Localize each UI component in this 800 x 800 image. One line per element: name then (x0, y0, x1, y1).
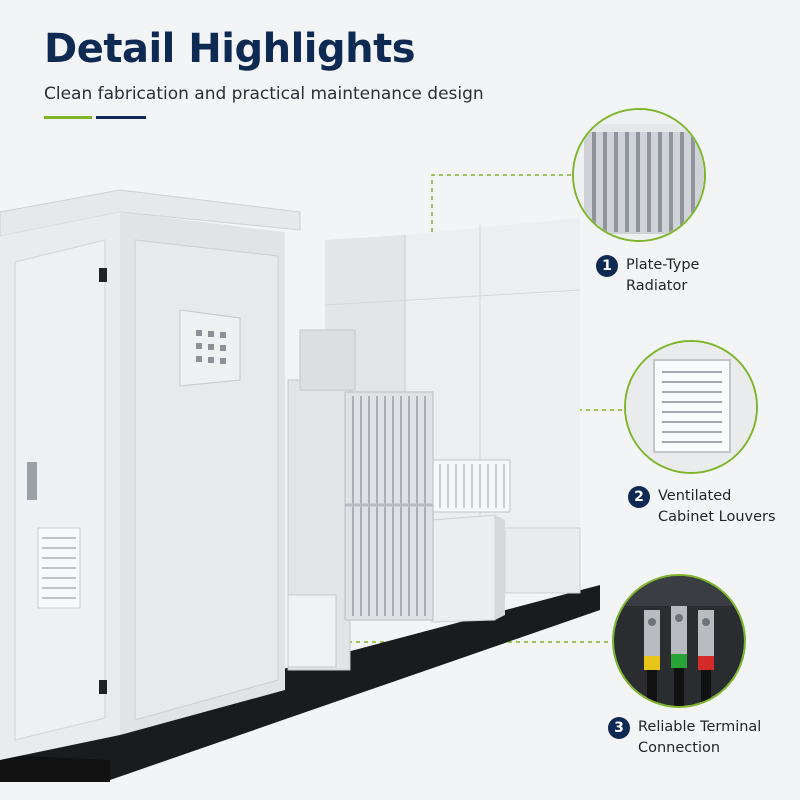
louver-detail-callout (624, 340, 758, 474)
terminal-bars-icon (614, 576, 744, 706)
callout-1-line-2: Radiator (626, 278, 688, 294)
callout-number-1: 1 (596, 255, 618, 277)
callout-3-line-1: Reliable Terminal (638, 719, 762, 735)
skid-base (0, 585, 600, 780)
terminal-detail-callout (612, 574, 746, 708)
radiator-detail-callout (572, 108, 706, 242)
callout-number-3: 3 (608, 717, 630, 739)
transformer (287, 329, 434, 671)
callout-1-line-1: Plate-Type (626, 257, 700, 273)
callout-number-2: 2 (628, 486, 650, 508)
page-title: Detail Highlights (44, 26, 416, 72)
louver-vent-icon (626, 342, 756, 472)
radiator-fins-icon (574, 110, 704, 240)
accent-bar-blue (96, 116, 146, 119)
front-cabinet (0, 189, 301, 760)
callout-2-line-1: Ventilated (658, 488, 732, 504)
callout-3-line-2: Connection (638, 740, 721, 756)
page-subtitle: Clean fabrication and practical maintena… (44, 84, 484, 104)
small-box-unit (431, 514, 505, 623)
callout-label-3: 3 Reliable Terminal Connection (608, 717, 761, 759)
callout-2-line-2: Cabinet Louvers (658, 509, 776, 525)
accent-bar-green (44, 116, 92, 119)
callout-label-1: 1 Plate-Type Radiator (596, 255, 699, 297)
callout-label-2: 2 Ventilated Cabinet Louvers (628, 486, 776, 528)
